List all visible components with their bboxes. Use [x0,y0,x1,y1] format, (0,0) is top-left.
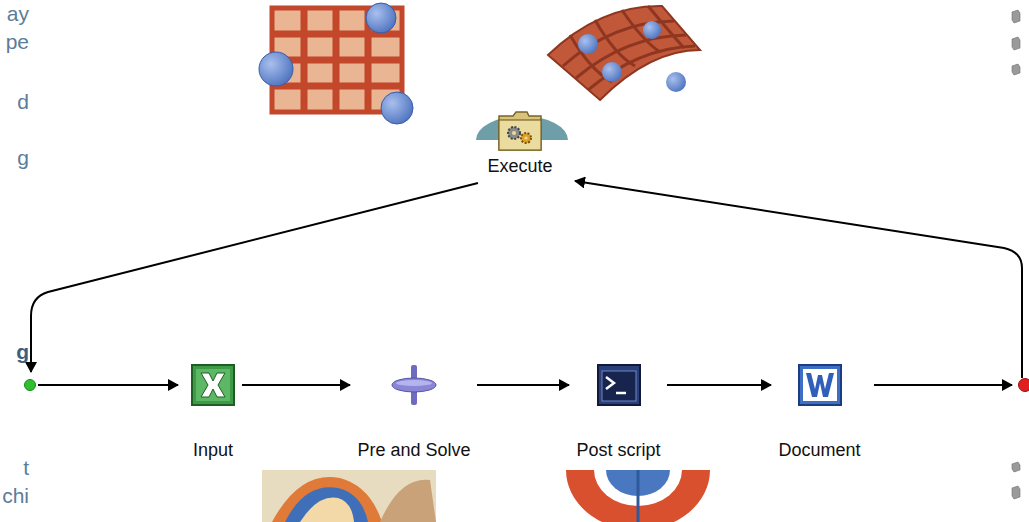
process-step: Input [186,363,240,465]
bottom-left-picture [262,470,436,522]
process-step: Document [774,363,865,465]
side-text: t [23,456,29,480]
process-step: Pre and Solve [353,363,475,465]
side-text: g [16,340,29,364]
step-label: Input [186,440,240,461]
step-label: Execute [483,156,557,177]
side-text: ay [7,2,29,26]
flow-arrow [242,384,350,386]
side-text: pe [6,30,29,54]
spreadsheet-icon [190,363,236,407]
solver-icon [391,363,437,407]
grid-picture [258,0,418,124]
loop-wire [575,181,1022,378]
flow-arrow [667,384,771,386]
side-text: d [17,90,29,114]
side-text: g [17,146,29,170]
execute-icon [497,108,543,152]
execute-node: Execute [483,108,557,181]
script-icon [596,363,642,407]
end-dot [1019,379,1029,392]
end-wire [874,384,1012,386]
process-step: Post script [572,363,665,465]
side-text: chi [2,484,29,508]
document-icon [797,363,843,407]
flow-arrow [477,384,569,386]
loop-wire [31,183,478,372]
bottom-right-picture [566,470,710,522]
step-label: Pre and Solve [353,440,475,461]
step-label: Post script [572,440,665,461]
start-wire [38,384,178,386]
start-dot [25,380,36,391]
bullet-marks [1012,10,1020,499]
step-label: Document [774,440,865,461]
mesh-picture [548,6,700,100]
